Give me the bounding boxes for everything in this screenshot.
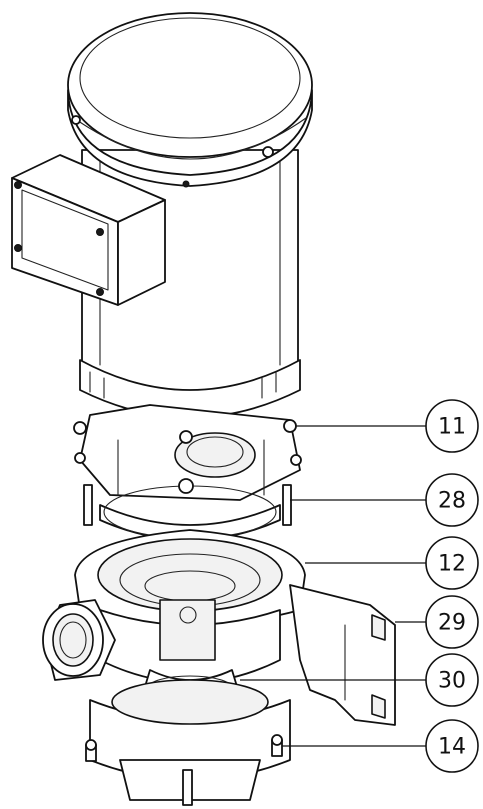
callout-28-label: 28 [438,489,466,514]
callout-11-circle [425,399,479,453]
callout-14: 14 [425,719,479,773]
callout-11: 11 [425,399,479,453]
callout-12-circle [425,536,479,590]
callout-12-label: 12 [438,552,466,577]
callout-28-circle [425,473,479,527]
callout-29-circle [425,595,479,649]
callout-28: 28 [425,473,479,527]
callout-29: 29 [425,595,479,649]
leader-lines [240,425,426,747]
pump-base [85,679,291,806]
callout-14-circle [425,719,479,773]
motor-bracket [73,404,302,541]
callout-29-label: 29 [438,611,466,636]
callout-14-label: 14 [438,735,466,760]
terminal-box [11,154,166,306]
callout-30: 30 [425,653,479,707]
callout-12: 12 [425,536,479,590]
callout-30-circle [425,653,479,707]
pump-casing [42,529,396,726]
callout-30-label: 30 [438,669,466,694]
callout-11-label: 11 [438,415,466,440]
